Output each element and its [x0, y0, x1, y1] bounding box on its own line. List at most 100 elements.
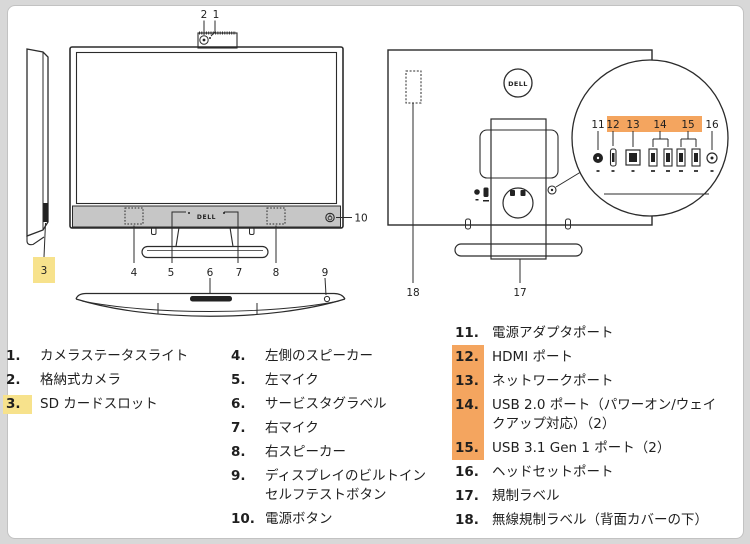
headset-port-icon [706, 152, 718, 164]
legend-item: 3. SD カードスロット [3, 392, 225, 416]
wireless-regulatory-label [405, 70, 422, 104]
legend-item: 6. サービスタグラベル [228, 392, 450, 416]
item-number: 11. [455, 324, 479, 341]
item-label: 左マイク [265, 371, 319, 388]
legend-item: 13.ネットワークポート [452, 369, 744, 393]
item-label: 規制ラベル [492, 487, 560, 504]
item-label: カメラステータスライト [40, 347, 189, 364]
svg-text:DELL: DELL [508, 80, 528, 88]
callout-3: 3 [41, 265, 48, 277]
item-label: USB 3.1 Gen 1 ポート（2） [492, 439, 671, 456]
legend-item: 18. 無線規制ラベル（背面カバーの下） [452, 508, 744, 532]
item-number: 8. [231, 443, 246, 460]
legend-item: 1. カメラステータスライト [3, 344, 225, 368]
stand-pillar [490, 118, 547, 260]
callout-2: 2 [201, 9, 208, 21]
item-label: 電源ボタン [265, 510, 333, 527]
item-number: 14. [455, 396, 479, 413]
callout-6: 6 [207, 267, 214, 279]
item-label: 無線規制ラベル（背面カバーの下） [492, 511, 708, 528]
camera-status-light-icon [209, 37, 211, 39]
item-label: 右スピーカー [265, 443, 346, 460]
item-number: 12. [455, 348, 479, 365]
left-mic-icon [188, 212, 190, 214]
item-label: 右マイク [265, 419, 319, 436]
item-label: USB 2.0 ポート（パワーオン/ウェイ クアップ対応）（2） [492, 396, 717, 432]
speaker-bar [72, 205, 341, 228]
callout-4: 4 [131, 267, 138, 279]
callout-17: 17 [513, 287, 526, 299]
hdmi-port-icon [609, 148, 617, 167]
item-number: 16. [455, 463, 479, 480]
legend-item: 9. ディスプレイのビルトイン セルフテストボタン [228, 464, 450, 507]
callout-9: 9 [322, 267, 329, 279]
item-label: ネットワークポート [492, 372, 614, 389]
callout-16: 16 [705, 119, 719, 131]
legend-item: 10. 電源ボタン [228, 507, 450, 531]
callout-13: 13 [626, 119, 639, 131]
stand-base-front [141, 245, 269, 259]
dell-logo-front: DELL [197, 214, 216, 221]
legend-item: 16. ヘッドセットポート [452, 460, 744, 484]
item-number: 2. [6, 371, 21, 388]
item-label: 格納式カメラ [40, 371, 121, 388]
callout-7: 7 [236, 267, 243, 279]
item-label: SD カードスロット [40, 395, 158, 412]
orange-highlight-strip [452, 345, 484, 460]
bist-button-icon [323, 295, 331, 303]
item-number: 18. [455, 511, 479, 528]
item-number: 4. [231, 347, 246, 364]
item-number: 17. [455, 487, 479, 504]
legend-item: 2. 格納式カメラ [3, 368, 225, 392]
legend-item: 12. HDMI ポート [452, 345, 744, 369]
legend-item: 4.左側のスピーカー [228, 344, 450, 368]
callout-5: 5 [168, 267, 175, 279]
legend-item: 15. USB 3.1 Gen 1 ポート（2） [452, 436, 744, 460]
item-number: 9. [231, 467, 246, 484]
item-number: 15. [455, 439, 479, 456]
right-speaker-icon [266, 207, 286, 225]
item-number: 7. [231, 419, 246, 436]
legend-column-left: 1. カメラステータスライト 2. 格納式カメラ 3. SD カードスロット [3, 344, 225, 416]
camera-module [197, 31, 238, 49]
item-number: 1. [6, 347, 21, 364]
item-number: 5. [231, 371, 246, 388]
display-screen [75, 51, 338, 205]
legend-item: 17. 規制ラベル [452, 484, 744, 508]
legend-item: 7. 右マイク [228, 416, 450, 440]
service-tag-label [190, 296, 232, 302]
port-zoom-circle: 11 12 13 14 15 16 [571, 59, 729, 217]
side-view: 3 [26, 48, 55, 283]
sd-card-slot [43, 203, 48, 222]
usb2-port-icon [648, 148, 673, 167]
hdmi-port-small-icon [483, 187, 489, 197]
legend-column-middle: 4.左側のスピーカー 5. 左マイク 6. サービスタグラベル 7. 右マイク 8. 右… [228, 344, 450, 531]
power-button-icon [325, 212, 335, 223]
power-port-small-icon [474, 189, 480, 195]
callout-11: 11 [591, 119, 604, 131]
callout-1: 1 [213, 9, 220, 21]
front-view: 2 1 DELL 10 [69, 9, 368, 279]
item-label: ヘッドセットポート [492, 463, 614, 480]
left-speaker-icon [124, 207, 144, 225]
callout-14: 14 [653, 119, 667, 131]
item-label: HDMI ポート [492, 348, 573, 365]
legend-item: 11. 電源アダプタポート [452, 321, 744, 345]
callout-8: 8 [273, 267, 280, 279]
item-number: 10. [231, 510, 255, 527]
usb3-port-icon [676, 148, 701, 167]
cable-routing-hole [502, 187, 534, 219]
item-number: 6. [231, 395, 246, 412]
camera-lens-icon [199, 35, 209, 45]
orange-highlight-band [607, 116, 702, 132]
network-port-icon [625, 149, 641, 166]
item-label: サービスタグラベル [265, 395, 387, 412]
item-number: 3. [3, 394, 32, 414]
callout-10: 10 [354, 213, 367, 225]
item-label: ディスプレイのビルトイン セルフテストボタン [265, 467, 427, 503]
callout-15: 15 [681, 119, 694, 131]
item-label: 電源アダプタポート [492, 324, 614, 341]
legend-item: 8. 右スピーカー [228, 440, 450, 464]
callout-12: 12 [606, 119, 619, 131]
legend-column-right: 11. 電源アダプタポート 12. HDMI ポート 13.ネットワークポート 14… [452, 321, 744, 532]
